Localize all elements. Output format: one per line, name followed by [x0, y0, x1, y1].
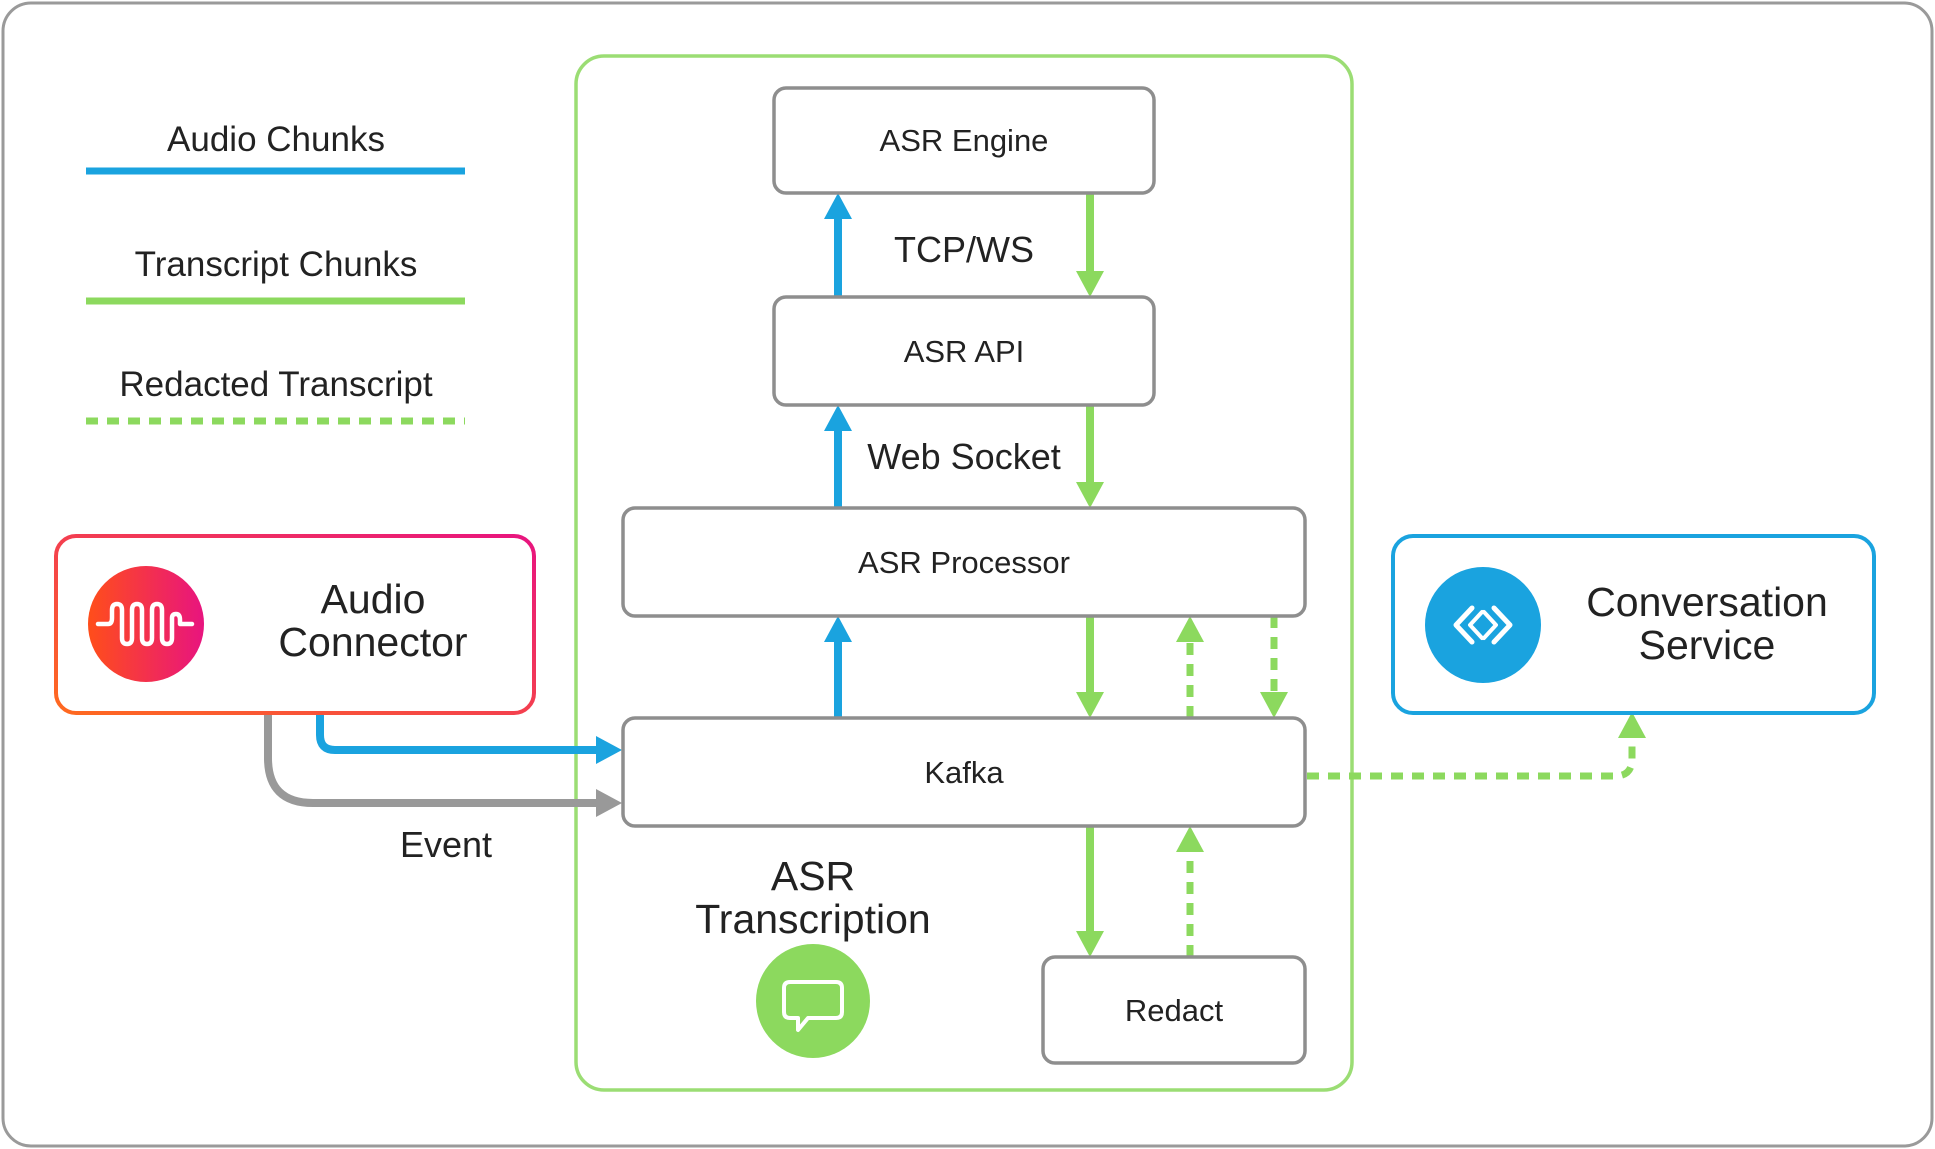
audio-connector-label-line2: Connector	[278, 619, 467, 665]
conversation-service-label-line1: Conversation	[1586, 579, 1828, 625]
conversation-service-label-line2: Service	[1639, 622, 1776, 668]
redact-label: Redact	[1125, 993, 1224, 1028]
arrowhead-processor-to-api	[824, 405, 852, 431]
edge-label-web-socket: Web Socket	[867, 436, 1060, 477]
audio-connector-label-line1: Audio	[321, 576, 426, 622]
edge-kafka-to-conversation-service	[1307, 736, 1636, 780]
arrowhead-engine-to-api	[1076, 271, 1104, 297]
code-brackets-icon	[1425, 567, 1541, 683]
asr-api-label: ASR API	[904, 334, 1025, 369]
waveform-icon	[88, 566, 204, 682]
node-conversation-service: Conversation Service	[1391, 534, 1876, 715]
node-redact: Redact	[1041, 955, 1307, 1065]
group-title-line1: ASR	[771, 853, 855, 899]
arrowhead-api-to-engine	[824, 193, 852, 219]
asr-engine-label: ASR Engine	[880, 123, 1049, 158]
kafka-label: Kafka	[924, 755, 1004, 790]
arrowhead-event	[596, 789, 622, 817]
arrowhead-kafka-to-processor-redacted	[1176, 616, 1204, 642]
arrowhead-processor-to-kafka-redacted	[1260, 692, 1288, 718]
edge-label-event: Event	[400, 824, 492, 865]
arrowhead-to-conversation-service	[1618, 712, 1646, 738]
edge-label-tcp-ws: TCP/WS	[894, 229, 1034, 270]
arrowhead-api-to-processor	[1076, 482, 1104, 508]
arrowhead-kafka-to-processor	[824, 616, 852, 642]
legend: Audio Chunks Transcript Chunks Redacted …	[86, 120, 465, 425]
node-audio-connector: Audio Connector	[54, 534, 536, 715]
node-asr-processor: ASR Processor	[621, 506, 1307, 618]
legend-audio-chunks-label: Audio Chunks	[167, 120, 385, 159]
arrowhead-kafka-to-redact	[1076, 931, 1104, 957]
arrowhead-audio-to-kafka	[596, 736, 622, 764]
chat-bubble-icon	[756, 944, 870, 1058]
asr-transcription-group	[574, 54, 1354, 1092]
node-kafka: Kafka	[621, 716, 1307, 828]
group-title-line2: Transcription	[695, 896, 930, 942]
legend-transcript-chunks-label: Transcript Chunks	[135, 245, 418, 284]
asr-processor-label: ASR Processor	[858, 545, 1070, 580]
arrowhead-redact-to-kafka	[1176, 826, 1204, 852]
node-asr-engine: ASR Engine	[772, 86, 1156, 195]
edge-event	[264, 714, 598, 807]
arrowhead-processor-to-kafka	[1076, 692, 1104, 718]
node-asr-api: ASR API	[772, 295, 1156, 407]
edge-audio-connector-to-kafka	[316, 714, 598, 754]
legend-redacted-transcript-label: Redacted Transcript	[119, 365, 432, 404]
